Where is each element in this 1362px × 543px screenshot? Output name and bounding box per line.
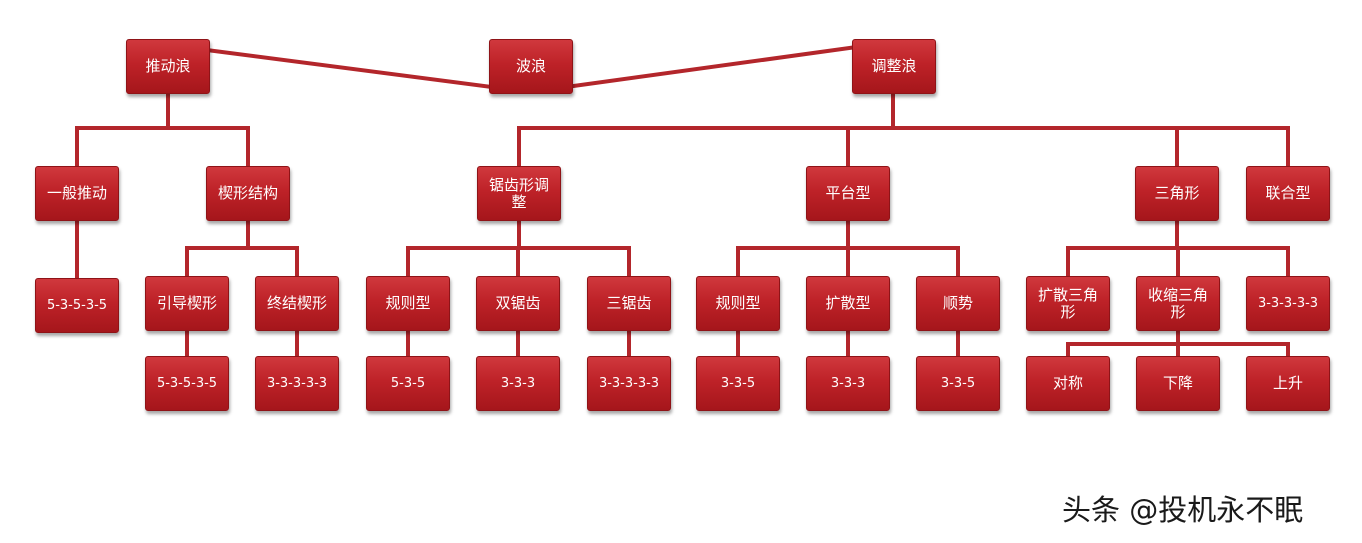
node-regular-zigzag: 规则型 — [366, 276, 450, 331]
node-triangle-seq: 3-3-3-3-3 — [1246, 276, 1330, 331]
node-ascending: 上升 — [1246, 356, 1330, 411]
node-symmetric: 对称 — [1026, 356, 1110, 411]
node-general-impulse: 一般推动 — [35, 166, 119, 221]
node-zigzag: 锯齿形调整 — [477, 166, 561, 221]
node-wedge: 楔形结构 — [206, 166, 290, 221]
watermark: 头条 @投机永不眠 — [1062, 493, 1304, 527]
node-triple-zigzag: 三锯齿 — [587, 276, 671, 331]
node-wave: 波浪 — [489, 39, 573, 94]
node-expanding-triangle: 扩散三角形 — [1026, 276, 1110, 331]
node-regular-flat-seq: 3-3-5 — [696, 356, 780, 411]
node-regular-zigzag-seq: 5-3-5 — [366, 356, 450, 411]
node-double-zigzag-seq: 3-3-3 — [476, 356, 560, 411]
node-contracting-triangle: 收缩三角形 — [1136, 276, 1220, 331]
node-triangle: 三角形 — [1135, 166, 1219, 221]
node-expanded-flat: 扩散型 — [806, 276, 890, 331]
node-corrective: 调整浪 — [852, 39, 936, 94]
connector-wave-corrective — [529, 40, 894, 94]
connector-wedge-children — [185, 246, 299, 276]
node-impulse: 推动浪 — [126, 39, 210, 94]
node-ending-wedge: 终结楔形 — [255, 276, 339, 331]
node-general-impulse-seq: 5-3-5-3-5 — [35, 278, 119, 333]
node-running-flat: 顺势 — [916, 276, 1000, 331]
connector-impulse-children — [75, 126, 250, 166]
node-descending: 下降 — [1136, 356, 1220, 411]
connector-wave-impulse — [167, 43, 531, 94]
node-running-flat-seq: 3-3-5 — [916, 356, 1000, 411]
connector-corrective-children — [517, 126, 1290, 166]
node-expanded-flat-seq: 3-3-3 — [806, 356, 890, 411]
node-combination: 联合型 — [1246, 166, 1330, 221]
node-leading-wedge-seq: 5-3-5-3-5 — [145, 356, 229, 411]
node-flat: 平台型 — [806, 166, 890, 221]
node-leading-wedge: 引导楔形 — [145, 276, 229, 331]
node-double-zigzag: 双锯齿 — [476, 276, 560, 331]
node-ending-wedge-seq: 3-3-3-3-3 — [255, 356, 339, 411]
node-triple-zigzag-seq: 3-3-3-3-3 — [587, 356, 671, 411]
node-regular-flat: 规则型 — [696, 276, 780, 331]
